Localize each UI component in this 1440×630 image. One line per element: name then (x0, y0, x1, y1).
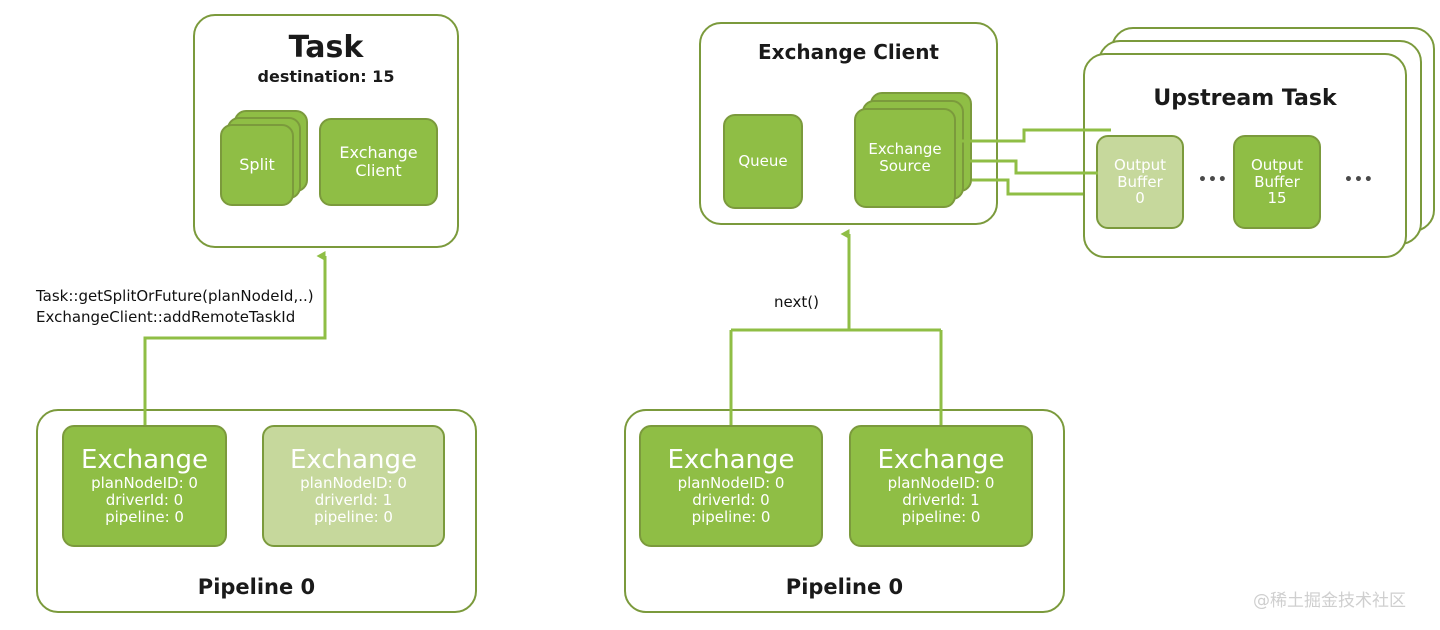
task-call-label-line2: ExchangeClient::addRemoteTaskId (36, 307, 296, 326)
queue-node[interactable]: Queue (723, 114, 803, 209)
exchange-source-node[interactable]: Exchange Source (854, 108, 956, 208)
right-exchange-node-0-driverid: driverId: 0 (692, 491, 770, 510)
output-buffer-node-0-line1: Output (1113, 155, 1167, 174)
task-destination-label: destination: 15 (257, 67, 395, 86)
right-exchange-node-1-pipeline: pipeline: 0 (901, 507, 981, 526)
next-call-label: next() (774, 293, 819, 311)
left-exchange-node-1[interactable]: Exchange planNodeID: 0 driverId: 1 pipel… (262, 425, 445, 547)
left-pipeline-footer-label: Pipeline 0 (197, 575, 316, 599)
connector-left-exchange-to-task (143, 251, 327, 425)
upstream-ellipsis-middle: ••• (1198, 172, 1228, 188)
upstream-ellipsis-right: ••• (1344, 172, 1374, 188)
right-exchange-node-1-plannodeid: planNodeID: 0 (887, 474, 995, 493)
watermark-label: @稀土掘金技术社区 (1253, 591, 1406, 611)
exchange-source-label-line1: Exchange (868, 140, 942, 159)
task-call-label: Task::getSplitOrFuture(planNodeId,..)Exc… (36, 286, 314, 327)
split-node-label: Split (239, 155, 275, 175)
right-exchange-node-0-plannodeid: planNodeID: 0 (677, 474, 785, 493)
left-exchange-node-1-driverid: driverId: 1 (314, 491, 393, 510)
task-call-label-line1: Task::getSplitOrFuture(planNodeId,..) (36, 287, 314, 305)
left-exchange-node-1-plannodeid: planNodeID: 0 (300, 474, 407, 493)
output-buffer-node-15-line2: Buffer (1254, 172, 1300, 191)
right-exchange-node-1-title: Exchange (877, 445, 1005, 476)
task-exchange-client-label-line1: Exchange (339, 143, 418, 163)
right-exchange-node-0-pipeline: pipeline: 0 (691, 507, 771, 526)
left-exchange-node-0-pipeline: pipeline: 0 (105, 507, 184, 526)
task-title: Task (288, 30, 364, 65)
left-exchange-node-1-title: Exchange (289, 445, 418, 476)
task-exchange-client-node[interactable]: Exchange Client (319, 118, 438, 206)
output-buffer-node-15-line1: Output (1250, 155, 1304, 174)
left-exchange-node-0-plannodeid: planNodeID: 0 (91, 474, 198, 493)
right-exchange-node-1-driverid: driverId: 1 (902, 491, 980, 510)
split-node[interactable]: Split (220, 124, 294, 206)
left-exchange-node-0-title: Exchange (80, 445, 209, 476)
output-buffer-node-0-line3: 0 (1135, 189, 1145, 208)
output-buffer-node-15[interactable]: Output Buffer 15 (1233, 135, 1321, 229)
right-pipeline-footer-label: Pipeline 0 (785, 575, 904, 599)
left-exchange-node-0[interactable]: Exchange planNodeID: 0 driverId: 0 pipel… (62, 425, 227, 547)
exchange-client-title: Exchange Client (758, 40, 939, 64)
exchange-source-label-line2: Source (879, 157, 931, 175)
output-buffer-node-0[interactable]: Output Buffer 0 (1096, 135, 1184, 229)
upstream-task-title: Upstream Task (1153, 86, 1337, 111)
queue-node-label: Queue (738, 152, 788, 171)
output-buffer-node-15-line3: 15 (1267, 189, 1287, 208)
output-buffer-node-0-line2: Buffer (1117, 172, 1163, 191)
left-exchange-node-1-pipeline: pipeline: 0 (314, 507, 393, 526)
task-exchange-client-label-line2: Client (355, 161, 402, 180)
right-exchange-node-0-title: Exchange (667, 445, 795, 476)
right-exchange-node-0[interactable]: Exchange planNodeID: 0 driverId: 0 pipel… (639, 425, 823, 547)
left-exchange-node-0-driverid: driverId: 0 (105, 491, 184, 510)
right-exchange-node-1[interactable]: Exchange planNodeID: 0 driverId: 1 pipel… (849, 425, 1033, 547)
